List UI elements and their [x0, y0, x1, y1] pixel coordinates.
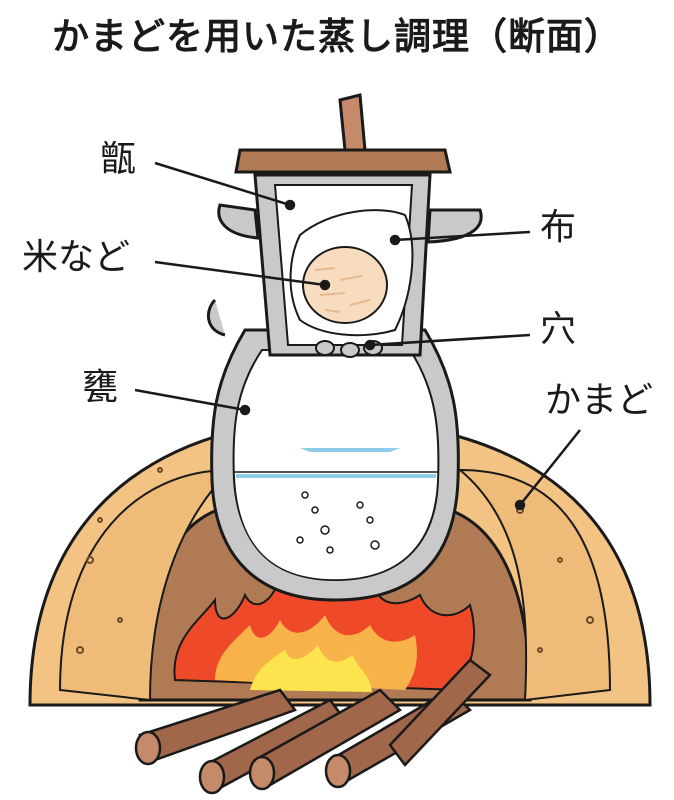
label-koshiki: 甑 — [100, 139, 137, 180]
kame-pot — [206, 298, 460, 602]
firewood — [134, 658, 492, 795]
label-hole: 穴 — [540, 309, 577, 350]
wooden-lid — [234, 93, 452, 174]
label-kamado: かまど — [545, 380, 654, 421]
leader-lines — [134, 161, 581, 511]
label-rice: 米など — [22, 237, 131, 278]
fire — [173, 567, 476, 692]
label-kame: 甕 — [82, 367, 119, 408]
diagram-title: かまどを用いた蒸し調理（断面） — [52, 15, 622, 58]
koshiki-steamer — [217, 173, 483, 358]
label-cloth: 布 — [540, 207, 577, 248]
